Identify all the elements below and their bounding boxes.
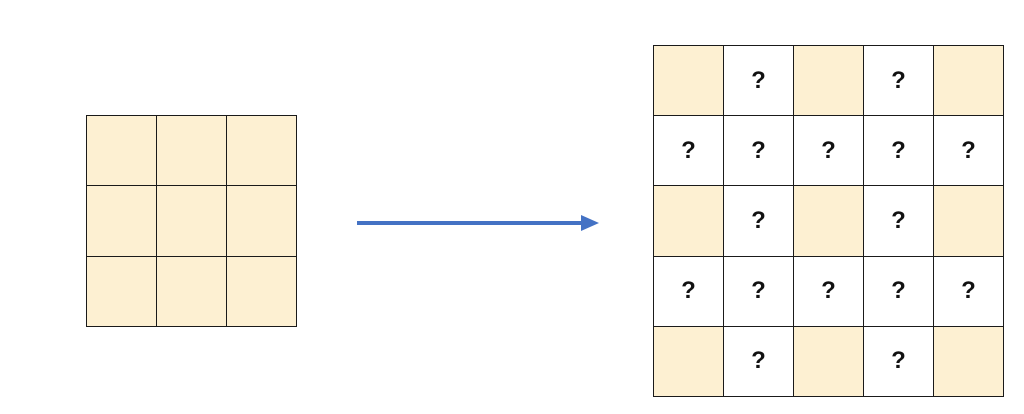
input-grid-cell: [227, 116, 297, 187]
unknown-cell: ?: [864, 186, 934, 257]
unknown-cell: ?: [654, 116, 724, 187]
input-grid-cell: [157, 116, 227, 187]
known-cell: [654, 46, 724, 117]
unknown-cell: ?: [864, 326, 934, 397]
known-cell: [654, 186, 724, 257]
input-grid-cell: [157, 186, 227, 257]
unknown-cell: ?: [934, 116, 1004, 187]
unknown-cell: ?: [654, 256, 724, 327]
input-grid-cell: [227, 186, 297, 257]
input-grid-cell: [227, 256, 297, 327]
unknown-cell: ?: [724, 46, 794, 117]
unknown-cell: ?: [864, 256, 934, 327]
unknown-cell: ?: [724, 326, 794, 397]
known-cell: [934, 186, 1004, 257]
unknown-cell: ?: [724, 116, 794, 187]
known-cell: [934, 46, 1004, 117]
right-arrow-icon: [357, 215, 599, 231]
input-grid-cell: [87, 116, 157, 187]
unknown-cell: ?: [794, 116, 864, 187]
known-cell: [934, 326, 1004, 397]
input-grid-cell: [157, 256, 227, 327]
input-grid-3x3: [86, 115, 297, 327]
known-cell: [794, 46, 864, 117]
arrow-head: [581, 215, 599, 231]
known-cell: [794, 326, 864, 397]
unknown-cell: ?: [864, 46, 934, 117]
unknown-cell: ?: [934, 256, 1004, 327]
known-cell: [654, 326, 724, 397]
unknown-cell: ?: [864, 116, 934, 187]
unknown-cell: ?: [724, 186, 794, 257]
input-grid-cell: [87, 256, 157, 327]
unknown-cell: ?: [724, 256, 794, 327]
unknown-cell: ?: [794, 256, 864, 327]
output-grid-5x5: ????????????????: [653, 45, 1004, 397]
input-grid-cell: [87, 186, 157, 257]
known-cell: [794, 186, 864, 257]
